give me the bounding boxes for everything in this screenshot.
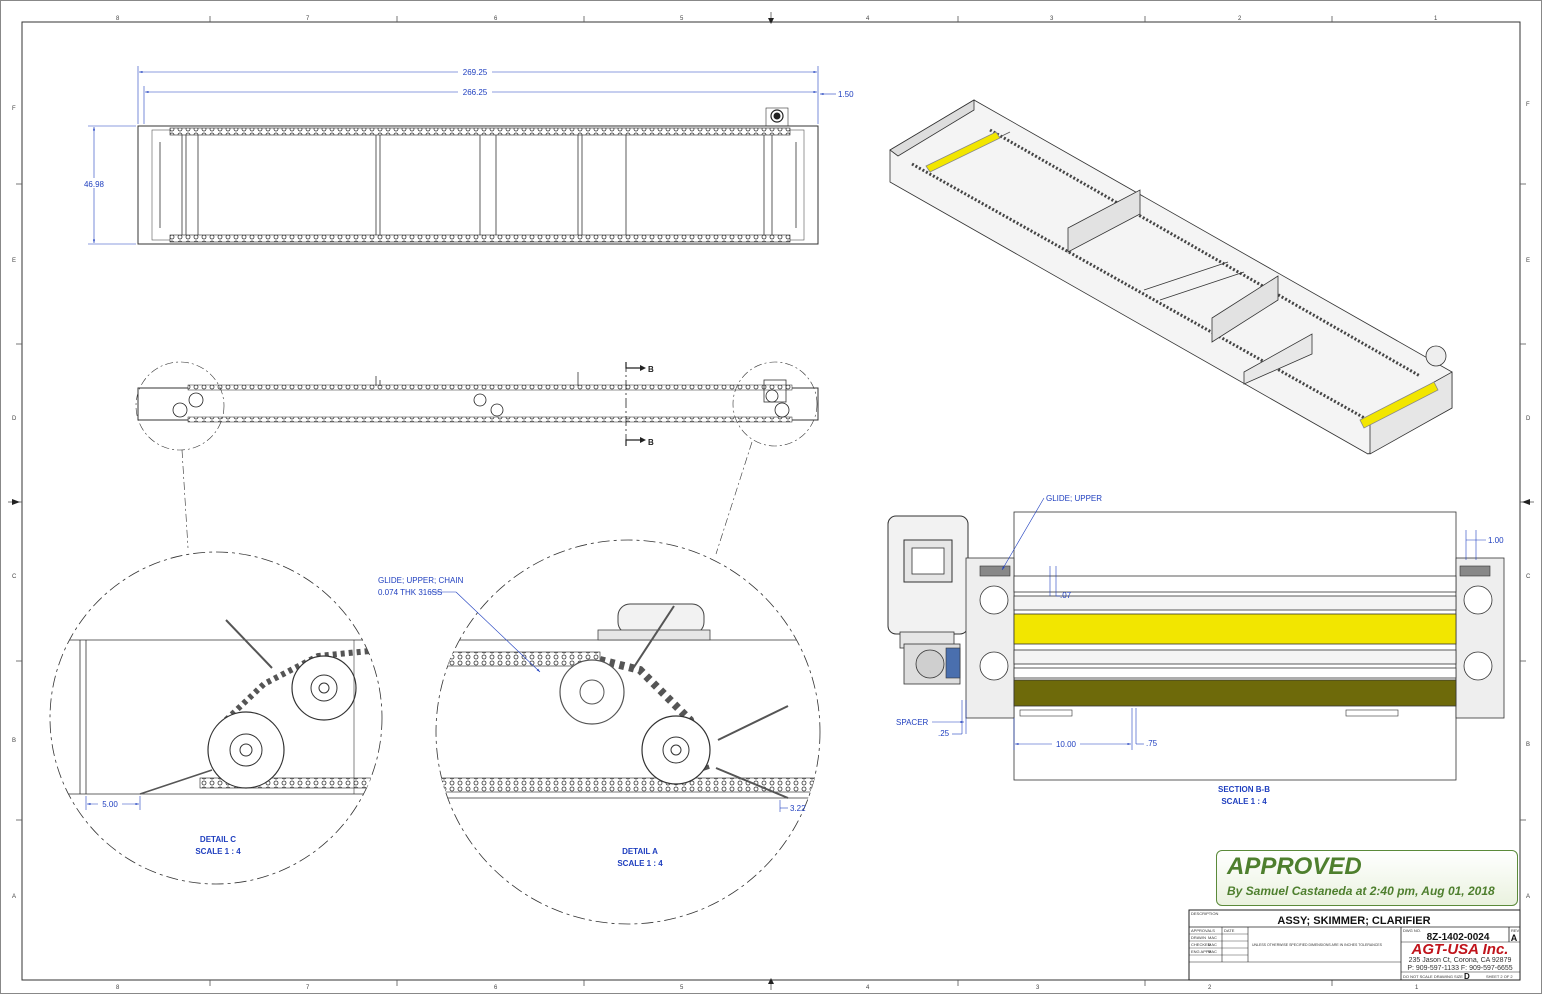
dim-detail-a: 3.22: [790, 804, 806, 813]
dim-section-3: .25: [938, 729, 950, 738]
zone-col-label: 8: [116, 16, 120, 22]
zone-row-label: E: [1526, 258, 1530, 264]
tb-size: D: [1464, 972, 1470, 981]
zone-row-label: C: [12, 574, 17, 580]
section-title: SECTION B-B: [1218, 785, 1270, 794]
tb-checked-label: CHECKED: [1191, 942, 1211, 947]
tb-drawn-label: DRAWN: [1191, 935, 1206, 940]
dim-section-1: 1.00: [1488, 536, 1504, 545]
callout-spacer: SPACER: [896, 718, 929, 727]
zone-col-label: 1: [1415, 985, 1419, 991]
zone-row-label: F: [1526, 102, 1530, 108]
zone-row-label: A: [12, 894, 16, 900]
tb-rev-label: REV: [1511, 928, 1520, 933]
zone-col-label: 6: [494, 16, 498, 22]
zone-row-label: C: [1526, 574, 1531, 580]
zone-row-label: F: [12, 106, 16, 112]
zone-row-label: E: [12, 258, 16, 264]
section-mark-bottom: B: [648, 438, 654, 447]
tb-drawn-initials: MAC: [1208, 935, 1217, 940]
callout-detail-a-line2: 0.074 THK 316SS: [378, 588, 442, 597]
tb-date-label: DATE: [1224, 928, 1235, 933]
tb-engr-initials: MAC: [1208, 949, 1217, 954]
tb-company: AGT-USA Inc.: [1411, 941, 1509, 958]
tb-checked-initials: MAC: [1208, 942, 1217, 947]
approval-status: APPROVED: [1227, 853, 1362, 880]
zone-row-label: D: [1526, 416, 1531, 422]
zone-col-label: 2: [1208, 985, 1212, 991]
zone-col-label: 3: [1036, 985, 1040, 991]
callout-glide-upper: GLIDE; UPPER: [1046, 494, 1102, 503]
tb-sheet: SHEET 2 OF 2: [1486, 974, 1513, 979]
zone-col-label: 5: [680, 985, 684, 991]
tb-engr-label: ENG APPR: [1191, 949, 1212, 954]
dim-width: 46.98: [84, 180, 105, 189]
tb-phone: P: 909-597-1133 F: 909-597-6655: [1407, 965, 1512, 972]
zone-col-label: 7: [306, 16, 310, 22]
zone-col-label: 1: [1434, 16, 1438, 22]
approval-by-line: By Samuel Castaneda at 2:40 pm, Aug 01, …: [1227, 884, 1495, 898]
detail-c-scale: SCALE 1 : 4: [195, 847, 241, 856]
zone-col-label: 4: [866, 985, 870, 991]
dim-section-4: 10.00: [1056, 740, 1077, 749]
dim-detail-c: 5.00: [102, 800, 118, 809]
zone-row-label: B: [1526, 742, 1530, 748]
zone-row-label: B: [12, 738, 16, 744]
isometric-view: [889, 99, 1453, 455]
section-b-b: GLIDE; UPPER 1.00 .07 SPACER .25 10.00 .…: [887, 494, 1505, 806]
tb-notes: UNLESS OTHERWISE SPECIFIED DIMENSIONS AR…: [1252, 943, 1383, 947]
tb-description: ASSY; SKIMMER; CLARIFIER: [1277, 915, 1430, 927]
zone-col-label: 8: [116, 985, 120, 991]
zone-col-label: 3: [1050, 16, 1054, 22]
title-block: DESCRIPTION ASSY; SKIMMER; CLARIFIER APP…: [1188, 909, 1521, 981]
detail-c-title: DETAIL C: [200, 835, 236, 844]
detail-c: 5.00 DETAIL C SCALE 1 : 4: [49, 551, 383, 885]
tb-description-label: DESCRIPTION: [1191, 911, 1218, 916]
detail-a-title: DETAIL A: [622, 847, 658, 856]
dim-overall-length: 269.25: [463, 68, 488, 77]
zone-col-label: 7: [306, 985, 310, 991]
zone-col-label: 2: [1238, 16, 1242, 22]
side-view: B B: [135, 361, 819, 555]
approval-stamp: APPROVED By Samuel Castaneda at 2:40 pm,…: [1216, 850, 1518, 906]
tb-size-label: SIZE: [1454, 974, 1463, 979]
tb-approvals-label: APPROVALS: [1191, 928, 1215, 933]
zone-col-label: 6: [494, 985, 498, 991]
dim-inner-length: 266.25: [463, 88, 488, 97]
zone-col-label: 5: [680, 16, 684, 22]
tb-dwg-label: DWG NO.: [1403, 928, 1421, 933]
zone-col-label: 4: [866, 16, 870, 22]
top-view: 269.25 266.25 1.50 46.98: [80, 66, 854, 245]
tb-address: 235 Jason Ct, Corona, CA 92879: [1409, 957, 1512, 964]
zone-row-label: D: [12, 416, 17, 422]
dim-section-5: .75: [1146, 739, 1158, 748]
zone-row-label: A: [1526, 894, 1530, 900]
callout-detail-a-line1: GLIDE; UPPER; CHAIN: [378, 576, 464, 585]
tb-rev: A: [1511, 933, 1518, 943]
tb-footer: DO NOT SCALE DRAWING: [1403, 974, 1453, 979]
dim-end-offset: 1.50: [838, 90, 854, 99]
dim-section-2: .07: [1060, 591, 1072, 600]
section-mark-top: B: [648, 365, 654, 374]
detail-a-scale: SCALE 1 : 4: [617, 859, 663, 868]
detail-a: GLIDE; UPPER; CHAIN 0.074 THK 316SS 3.22…: [378, 539, 821, 925]
section-scale: SCALE 1 : 4: [1221, 797, 1267, 806]
tb-dwg-no: 8Z-1402-0024: [1427, 932, 1490, 943]
